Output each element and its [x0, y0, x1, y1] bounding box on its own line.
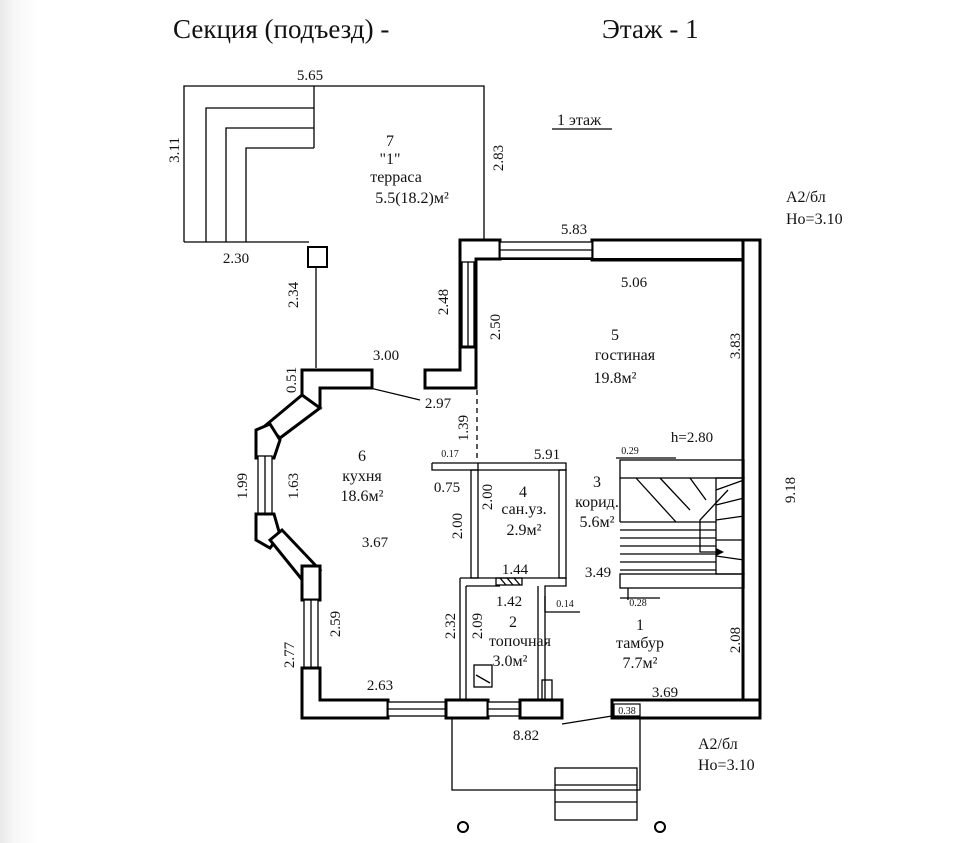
dim-partition-075: 0.75: [434, 480, 460, 496]
room-terrace-number: 7: [386, 133, 394, 150]
room-corridor-number: 3: [593, 474, 601, 491]
dim-terrace-left: 3.11: [167, 137, 183, 163]
dim-living-left-upper: 2.48: [436, 289, 452, 315]
dim-stair-h: h=2.80: [671, 430, 713, 446]
note-bottom-right-1: А2/бл: [698, 736, 738, 753]
dim-kitchen-bay-inner: 1.63: [286, 473, 302, 499]
note-top-right-1: А2/бл: [786, 189, 826, 206]
dim-kitchen-bottom: 2.63: [367, 678, 393, 694]
note-bottom-right-2: Но=3.10: [698, 757, 755, 774]
dim-corridor-top: 5.91: [534, 447, 560, 463]
terrace-outline: [183, 85, 485, 368]
room-terrace-area: 5.5(18.2)м²: [375, 190, 449, 207]
dim-wall-038: 0.38: [618, 706, 636, 717]
dim-right-total: 9.18: [783, 477, 799, 503]
dim-living-right: 3.83: [728, 333, 744, 359]
dim-opening-dashed: 1.39: [456, 415, 472, 441]
dim-kitchen-top: 3.00: [373, 348, 399, 364]
section-heading: Секция (подъезд) -: [173, 14, 390, 44]
dim-kitchen-depth: 3.67: [362, 535, 389, 551]
dim-terrace-right: 2.83: [491, 145, 507, 171]
room-living-area: 19.8м²: [594, 370, 637, 387]
dim-vestibule-bottom: 3.69: [652, 685, 678, 701]
dim-bath-height-a: 2.00: [480, 484, 496, 510]
room-boiler-name: топочная: [489, 633, 552, 650]
dim-stair-029: 0.29: [621, 446, 639, 457]
staircase: [616, 457, 745, 600]
dim-kitchen-lower: 2.59: [328, 611, 344, 637]
floor-note: 1 этаж: [557, 112, 602, 129]
dim-partition-017: 0.17: [441, 449, 459, 460]
porch: [451, 718, 666, 833]
room-kitchen-name: кухня: [342, 468, 382, 485]
room-boiler-number: 2: [509, 614, 517, 631]
room-terrace-quote: "1": [379, 151, 400, 168]
room-living-number: 5: [611, 327, 619, 344]
dim-terrace-top: 5.65: [297, 68, 323, 84]
dim-living-top-outer: 5.83: [561, 222, 587, 238]
room-vestibule-number: 1: [636, 617, 644, 634]
room-corridor-name: корид.: [575, 494, 619, 511]
dim-terrace-bottom: 2.30: [223, 251, 249, 267]
internal-partitions: [431, 462, 580, 701]
dim-living-left-inner: 2.50: [488, 314, 504, 340]
dim-bath-height-b: 2.00: [450, 513, 466, 539]
note-top-right-2: Но=3.10: [786, 211, 843, 228]
room-vestibule-area: 7.7м²: [623, 655, 658, 672]
dim-corridor-width: 3.49: [585, 565, 611, 581]
dim-kitchen-lower-outer: 2.77: [282, 641, 298, 668]
dim-opening-small: 0.51: [284, 367, 300, 393]
dim-boiler-height: 2.32: [443, 613, 459, 639]
room-kitchen-number: 6: [358, 448, 366, 465]
room-bath-name: сан.уз.: [501, 501, 546, 518]
room-kitchen-area: 18.6м²: [341, 488, 384, 505]
dim-boiler-height-inner: 2.09: [470, 613, 486, 639]
dim-kitchen-top-inner: 2.97: [425, 396, 452, 412]
room-bath-number: 4: [519, 484, 527, 501]
room-boiler-area: 3.0м²: [493, 653, 528, 670]
room-corridor-area: 5.6м²: [580, 514, 615, 531]
dim-boiler-width: 1.42: [496, 594, 522, 610]
room-living-name: гостиная: [595, 347, 656, 364]
dim-living-top-inner: 5.06: [621, 275, 648, 291]
dim-post-height: 2.34: [286, 281, 302, 308]
dim-bottom-total: 8.82: [513, 728, 539, 744]
room-vestibule-name: тамбур: [616, 635, 664, 652]
room-terrace-name: терраса: [370, 169, 422, 186]
dim-vestibule-right: 2.08: [728, 627, 744, 653]
outer-walls: [254, 238, 762, 725]
room-bath-area: 2.9м²: [507, 522, 542, 539]
dim-stair-028: 0.28: [629, 598, 647, 609]
dim-wall-014: 0.14: [556, 599, 574, 610]
dim-kitchen-bay-outer: 1.99: [235, 473, 251, 499]
dim-bath-width: 1.44: [502, 562, 529, 578]
floor-heading: Этаж - 1: [602, 14, 699, 44]
